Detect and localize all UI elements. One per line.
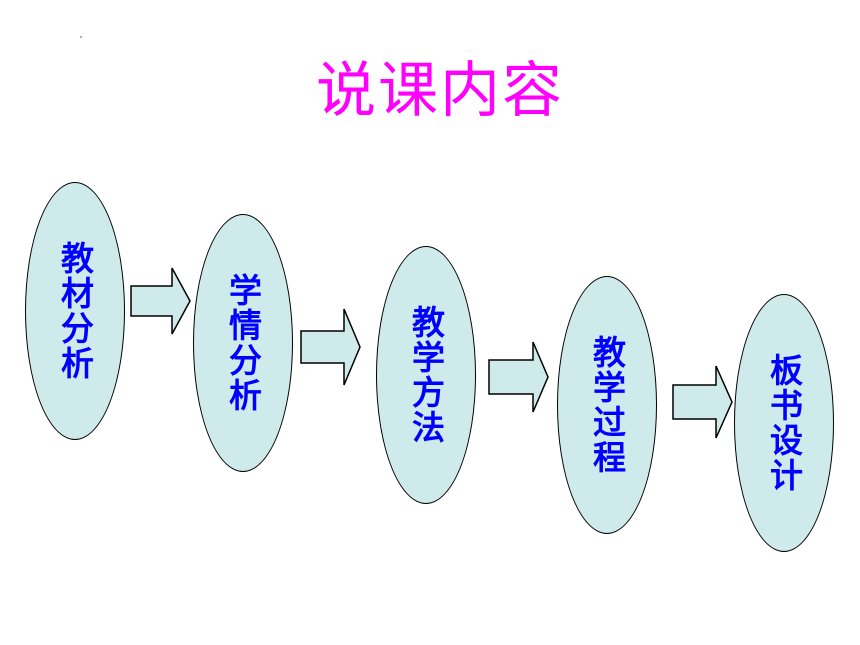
step-label-2: 学情分析 xyxy=(223,273,263,413)
step-node-2: 学情分析 xyxy=(193,214,293,472)
arrow-right-icon xyxy=(672,365,733,439)
step-label-1: 教材分析 xyxy=(55,241,95,381)
arrow-right-icon xyxy=(488,341,549,413)
step-label-5: 板书设计 xyxy=(764,353,804,493)
step-node-4: 教学过程 xyxy=(557,276,657,534)
page-title: 说课内容 xyxy=(316,56,564,126)
step-node-3: 教学方法 xyxy=(376,246,476,504)
step-node-1: 教材分析 xyxy=(25,182,125,440)
stray-dot xyxy=(80,36,82,38)
step-label-4: 教学过程 xyxy=(587,335,627,475)
arrow-right-icon xyxy=(300,308,361,386)
step-node-5: 板书设计 xyxy=(734,294,834,552)
step-label-3: 教学方法 xyxy=(406,305,446,445)
arrow-right-icon xyxy=(130,267,191,335)
